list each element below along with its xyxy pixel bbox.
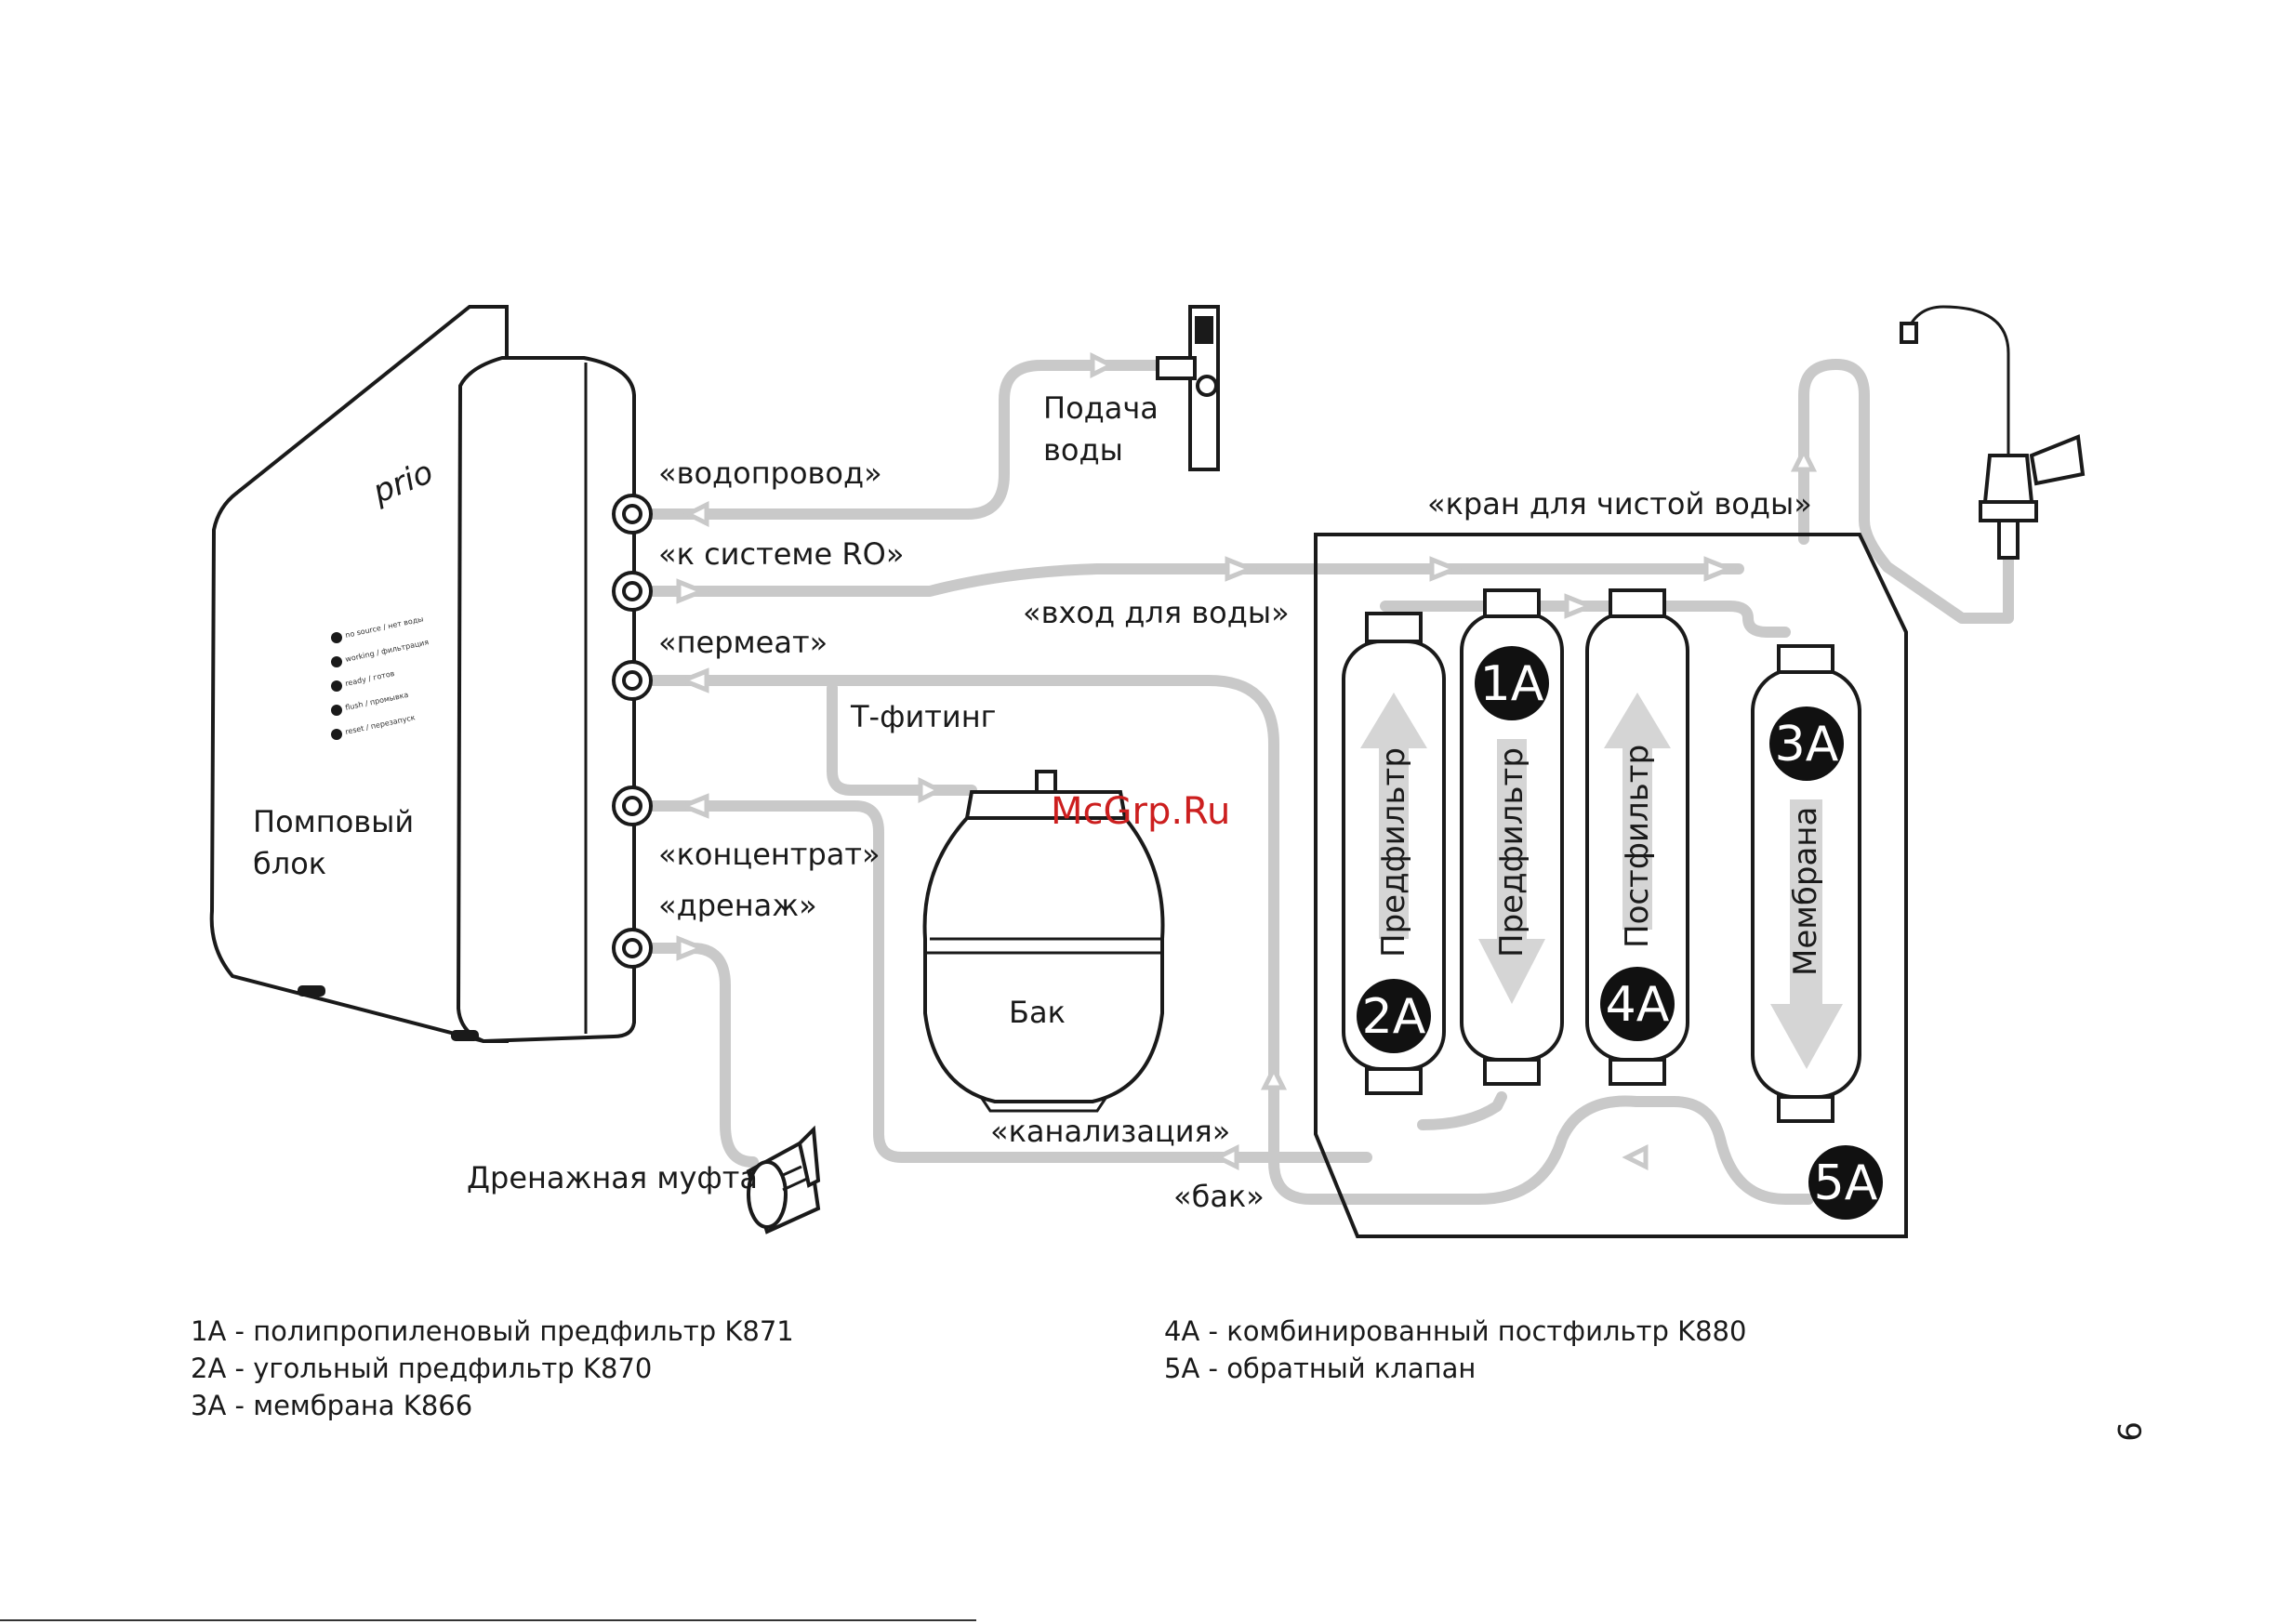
pipe-bottom-links (1361, 1091, 1814, 1205)
legend-item: 4А - комбинированный постфильтр K880 (1164, 1315, 1747, 1347)
flow-arrow-icon (1429, 556, 1462, 582)
pump-foot (298, 985, 325, 997)
label-drenazh-mufta: Дренажная муфта (467, 1160, 758, 1195)
badge-1a (1475, 646, 1549, 720)
label-t-fiting: Т-фитинг (850, 699, 996, 734)
tank-body (922, 816, 1165, 1103)
filter-frame (1314, 533, 1908, 1238)
pipe-concentrate (645, 800, 1372, 1163)
flow-arrow-icon (676, 935, 709, 961)
pump-ports (612, 494, 653, 969)
flow-arrow-icon (1212, 1143, 1239, 1171)
badge-5a-text: 5A (1814, 1155, 1878, 1211)
pipe-drain (645, 943, 759, 1168)
flow-arrow-icon (1790, 445, 1818, 472)
storage-tank: Бак (922, 770, 1165, 1113)
pipe-tfitting-tank (827, 682, 977, 796)
filter-2a-label: Предфильтр (1375, 747, 1412, 957)
filter-1a: Предфильтр (1460, 588, 1564, 1086)
label-k-sisteme-ro: «к системе RO» (658, 536, 904, 572)
flow-arrow-icon (1225, 556, 1257, 582)
filter-1a-label: Предфильтр (1493, 747, 1530, 957)
label-vhod: «вход для воды» (1023, 595, 1290, 630)
filter-3a: Мембрана (1751, 644, 1861, 1123)
inlet-valve-icon (1156, 305, 1220, 471)
badge-5a (1808, 1145, 1883, 1220)
label-vodoprovod: «водопровод» (658, 456, 882, 491)
badge-3a (1769, 706, 1844, 781)
badge-2a-text: 2A (1362, 989, 1426, 1045)
filter-3a-label: Мембрана (1787, 807, 1824, 976)
flow-arrows (676, 351, 1818, 1171)
flow-arrow-icon (676, 578, 709, 604)
label-kran: «кран для чистой воды» (1427, 486, 1812, 522)
watermark: McGrp.Ru (1051, 790, 1231, 833)
badge-2a (1357, 979, 1431, 1053)
legend-right: 4А - комбинированный постфильтр K880 5А … (1164, 1313, 1746, 1387)
page-number: 9 (2109, 1421, 2147, 1442)
legend-left: 1А - полипропиленовый предфильтр K871 2А… (191, 1313, 794, 1424)
pipe-permeate (645, 675, 1372, 1205)
label-podacha-line2: воды (1043, 432, 1123, 468)
flow-arrow-icon (1703, 556, 1736, 582)
legend-item: 1А - полипропиленовый предфильтр K871 (191, 1315, 794, 1347)
pump-unit: prio no source / нет воды working / филь… (209, 305, 653, 1044)
flow-arrow-icon (918, 776, 945, 804)
faucet-icon (1900, 305, 2086, 560)
pipe-to-ro (645, 563, 1326, 597)
label-permeat: «пермеат» (658, 625, 828, 660)
filter-4a-label: Постфильтр (1619, 745, 1656, 948)
pump-body-front (456, 356, 636, 1044)
badge-4a (1600, 967, 1675, 1041)
flow-arrow-icon (677, 793, 709, 819)
legend-item: 3А - мембрана K866 (191, 1390, 473, 1421)
label-kanalizaciya: «канализация» (990, 1114, 1230, 1149)
flow-arrow-icon (1564, 593, 1596, 619)
flow-arrow-icon (1622, 1143, 1649, 1171)
filter-4a: Постфильтр (1585, 588, 1689, 1086)
badge-3a-text: 3A (1775, 717, 1839, 772)
pipe-faucet (1798, 359, 2014, 624)
legend-item: 2А - угольный предфильтр K870 (191, 1353, 653, 1384)
filter-block: Предфильтр Предфильтр Постфильтр Мембран… (1314, 533, 1908, 1238)
flow-arrow-icon (1260, 1063, 1288, 1090)
label-podacha-line1: Подача (1043, 390, 1159, 426)
diagram-labels: «водопровод» «к системе RO» «пермеат» «к… (467, 390, 1812, 1214)
pump-label-line1: Помповый (253, 804, 414, 839)
flow-arrow-icon (682, 500, 709, 528)
badge-4a-text: 4A (1606, 977, 1670, 1033)
label-drenazh: «дренаж» (658, 888, 817, 923)
flow-arrow-icon (677, 667, 709, 693)
bottom-rule (0, 1619, 976, 1621)
label-koncentrat: «концентрат» (658, 837, 881, 872)
legend-item: 5А - обратный клапан (1164, 1353, 1477, 1384)
badges: 1A 2A 3A 4A 5A (1357, 646, 1883, 1220)
drain-clamp-icon (746, 1125, 821, 1235)
pump-foot (451, 1030, 479, 1041)
pump-label-line2: блок (253, 846, 326, 881)
pipe-water-supply (645, 360, 1177, 520)
pipes (645, 359, 2014, 1205)
tank-label: Бак (1009, 995, 1066, 1030)
badge-1a-text: 1A (1480, 656, 1544, 712)
pipe-filter-lower (1380, 601, 1791, 638)
label-bak-port: «бак» (1173, 1179, 1265, 1214)
flow-arrow-icon (1090, 351, 1117, 379)
filter-2a: Предфильтр (1342, 612, 1446, 1095)
